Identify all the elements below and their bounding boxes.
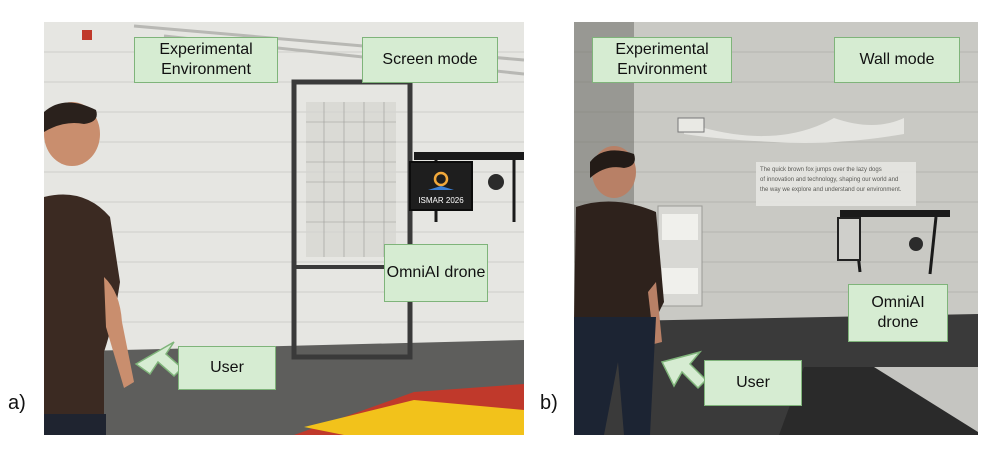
screen-mode-photo: ISMAR 2026 — [44, 22, 524, 435]
exit-sign-icon — [677, 117, 705, 133]
arrow-icon — [660, 350, 708, 390]
drone-with-screen — [837, 210, 950, 275]
panel-letter-a: a) — [8, 392, 26, 414]
projection-line: of innovation and technology, shaping ou… — [760, 177, 899, 183]
label-user: User — [704, 360, 802, 406]
label-wall-mode: Wall mode — [834, 37, 960, 83]
projection-area — [756, 162, 916, 206]
user-person — [574, 146, 664, 435]
projection-line: The quick brown fox jumps over the lazy … — [760, 167, 882, 173]
drone-with-screen — [409, 152, 524, 222]
projection-line: the way we explore and understand our en… — [760, 187, 902, 193]
alarm-icon — [82, 30, 92, 40]
user-person — [44, 102, 134, 435]
label-experimental-environment: Experimental Environment — [592, 37, 732, 83]
label-experimental-environment: Experimental Environment — [134, 37, 278, 83]
label-screen-mode: Screen mode — [362, 37, 498, 83]
label-user: User — [178, 346, 276, 390]
drone-screen-text: ISMAR 2026 — [418, 196, 464, 205]
curtain — [684, 118, 904, 143]
projection-text: The quick brown fox jumps over the lazy … — [760, 165, 914, 195]
panel-letter-b: b) — [540, 392, 558, 414]
yellow-mat — [304, 400, 524, 435]
label-omniai-drone: OmniAI drone — [384, 244, 488, 302]
label-omniai-drone: OmniAI drone — [848, 284, 948, 342]
brick-lines — [44, 51, 524, 323]
photo-panel-wall-mode: The quick brown fox jumps over the lazy … — [574, 22, 978, 435]
logo-icon — [433, 171, 449, 187]
photo-panel-screen-mode: ISMAR 2026 Experimental Environment Scre… — [44, 22, 524, 435]
